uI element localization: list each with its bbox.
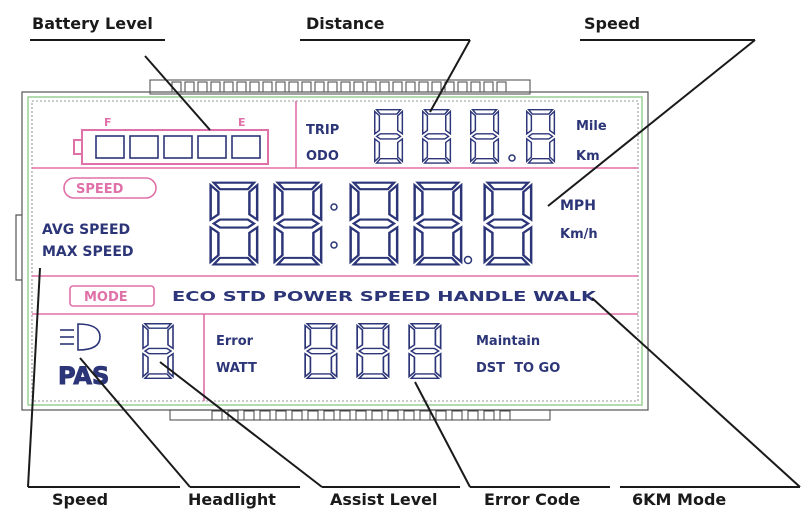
km-unit: Km bbox=[576, 149, 600, 164]
callout-6km-mode: 6KM Mode bbox=[632, 490, 727, 509]
watt-label: WATT bbox=[216, 361, 257, 376]
left-tab bbox=[15, 214, 22, 281]
callout-distance: Distance bbox=[306, 14, 385, 33]
assist-level-digit bbox=[142, 322, 174, 380]
trip-label: TRIP bbox=[306, 123, 339, 138]
avg-speed-label: AVG SPEED bbox=[42, 222, 130, 238]
speed-badge-text: SPEED bbox=[76, 182, 124, 197]
maintain-label: Maintain bbox=[476, 334, 540, 349]
callout-headlight: Headlight bbox=[188, 490, 276, 509]
error-label: Error bbox=[216, 334, 254, 349]
callout-leaders bbox=[27, 39, 801, 488]
pas-label: PAS bbox=[58, 362, 109, 390]
odo-label: ODO bbox=[306, 149, 339, 164]
section-dividers bbox=[32, 101, 638, 401]
distance-digits bbox=[374, 108, 556, 164]
callout-speed-bottom: Speed bbox=[52, 490, 109, 509]
lcd-bezel-green bbox=[27, 96, 643, 406]
callout-battery-level: Battery Level bbox=[32, 14, 153, 33]
mode-options: ECO STD POWER SPEED HANDLE WALK bbox=[172, 290, 597, 305]
callout-error-code: Error Code bbox=[484, 490, 581, 509]
callout-speed-top: Speed bbox=[584, 14, 641, 33]
mile-unit: Mile bbox=[576, 119, 607, 134]
speed-badge bbox=[63, 177, 157, 199]
mph-unit: MPH bbox=[560, 198, 596, 214]
max-speed-label: MAX SPEED bbox=[42, 244, 134, 260]
callout-assist-level: Assist Level bbox=[330, 490, 438, 509]
battery-indicator bbox=[73, 129, 269, 165]
kmh-unit: Km/h bbox=[560, 227, 598, 242]
bottom-connector-pins bbox=[169, 409, 551, 421]
battery-full-label: F bbox=[104, 116, 112, 129]
battery-empty-label: E bbox=[238, 116, 246, 129]
mode-badge-text: MODE bbox=[84, 290, 128, 305]
mode-badge bbox=[69, 285, 155, 307]
headlight-icon bbox=[60, 323, 101, 351]
dst-to-go-label: DST TO GO bbox=[476, 361, 560, 376]
speed-digits bbox=[209, 181, 533, 266]
error-code-digits bbox=[304, 322, 442, 380]
